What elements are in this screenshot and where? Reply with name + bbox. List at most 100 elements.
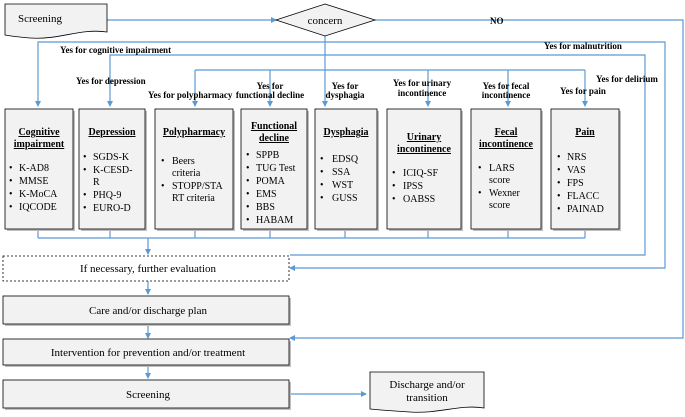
box-bullet: •	[83, 203, 87, 214]
box-bullet: •	[557, 204, 561, 215]
connector-delirium	[290, 54, 646, 256]
box-cognitive: Cognitive impairment • K-AD8 • MMSE • K-…	[4, 108, 75, 231]
box-item: PHQ-9	[93, 190, 121, 201]
no-label: NO	[490, 16, 504, 26]
box-item: RT criteria	[172, 193, 215, 204]
box-bullet: •	[246, 176, 250, 187]
further-evaluation-node: If necessary, further evaluation	[2, 255, 290, 282]
box-title: Depression	[88, 127, 135, 138]
box-title: Functional	[251, 121, 297, 132]
screening-bottom-label: Screening	[126, 389, 170, 401]
box-bullet: •	[392, 181, 396, 192]
box-item: FPS	[567, 178, 584, 189]
concern-decision: concern	[274, 3, 377, 37]
connectors	[35, 17, 684, 397]
label-depression: Yes for depression	[76, 76, 146, 86]
box-title: impairment	[14, 139, 65, 150]
connector-cognitive	[35, 41, 325, 107]
label-delirium: Yes for delirium	[596, 74, 658, 84]
screening-bottom-node: Screening	[2, 379, 291, 410]
box-bullet: •	[320, 154, 324, 165]
box-item: OABSS	[403, 194, 435, 205]
box-bullet: •	[392, 168, 396, 179]
box-item: criteria	[172, 168, 201, 179]
box-item: EMS	[256, 189, 277, 200]
box-item: Wexner	[489, 188, 521, 199]
box-bullet: •	[83, 165, 87, 176]
box-item: STOPP/STA	[172, 181, 223, 192]
box-item: IPSS	[403, 181, 423, 192]
box-item: K-AD8	[19, 163, 49, 174]
box-bullet: •	[9, 189, 13, 200]
box-item: SGDS-K	[93, 152, 130, 163]
top-screening-label: Screening	[18, 13, 62, 25]
box-item: SSA	[332, 167, 351, 178]
box-fecal: Fecal incontinence • LARS score • Wexner…	[470, 108, 543, 231]
box-bullet: •	[392, 194, 396, 205]
label-polypharmacy: Yes for polypharmacy	[148, 90, 233, 100]
label-malnutrition: Yes for malnutrition	[544, 41, 622, 51]
label-pain: Yes for pain	[560, 86, 606, 96]
box-item: score	[489, 200, 511, 211]
top-screening-node: Screening	[4, 3, 108, 39]
box-bullet: •	[246, 215, 250, 226]
label-functional-1: Yes for	[257, 81, 284, 91]
concern-label: concern	[308, 15, 343, 27]
box-item: IQCODE	[19, 202, 57, 213]
box-title: incontinence	[479, 139, 533, 150]
box-item: ICIQ-SF	[403, 168, 438, 179]
box-bullet: •	[246, 163, 250, 174]
box-polypharmacy: Polypharmacy • Beers criteria • STOPP/ST…	[154, 108, 235, 231]
box-bullet: •	[246, 150, 250, 161]
box-functional: Functional decline • SPPB • TUG Test • P…	[240, 108, 309, 231]
label-fecal-2: incontinence	[482, 90, 531, 100]
care-plan-label: Care and/or discharge plan	[89, 305, 208, 317]
box-item: POMA	[256, 176, 286, 187]
connector-no	[289, 19, 684, 341]
box-bullet: •	[557, 178, 561, 189]
discharge-node: Discharge and/or transition	[369, 371, 485, 413]
box-item: EURO-D	[93, 203, 131, 214]
box-title: Urinary	[407, 132, 441, 143]
box-bullet: •	[557, 165, 561, 176]
box-bullet: •	[83, 152, 87, 163]
box-bullet: •	[557, 152, 561, 163]
discharge-label-1: Discharge and/or	[389, 379, 465, 391]
intervention-label: Intervention for prevention and/or treat…	[51, 347, 245, 359]
box-item: Beers	[172, 156, 195, 167]
connector-malnutrition	[289, 41, 666, 271]
box-bullet: •	[9, 202, 13, 213]
box-bullet: •	[320, 180, 324, 191]
box-item: PAINAD	[567, 204, 604, 215]
box-item: TUG Test	[256, 163, 296, 174]
box-item: FLACC	[567, 191, 600, 202]
label-fecal-1: Yes for fecal	[483, 81, 530, 91]
label-cognitive: Yes for cognitive impairment	[60, 45, 171, 55]
box-title: Cognitive	[18, 127, 60, 138]
box-item: R	[93, 177, 100, 188]
box-depression: Depression • SGDS-K • K-CESD- R • PHQ-9 …	[78, 108, 147, 231]
box-title: decline	[259, 133, 290, 144]
box-item: MMSE	[19, 176, 48, 187]
label-urinary-2: incontinence	[398, 88, 447, 98]
box-urinary: Urinary incontinence • ICIQ-SF • IPSS • …	[386, 108, 463, 231]
label-urinary-1: Yes for urinary	[393, 78, 452, 88]
discharge-label-2: transition	[406, 392, 448, 404]
box-bullet: •	[320, 167, 324, 178]
intervention-node: Intervention for prevention and/or treat…	[2, 338, 291, 367]
label-dysphagia-2: dysphagia	[325, 90, 365, 100]
box-title: Fecal	[495, 127, 518, 138]
box-item: EDSQ	[332, 154, 359, 165]
box-title: Pain	[575, 127, 595, 138]
box-item: HABAM	[256, 215, 293, 226]
box-title: Dysphagia	[323, 127, 368, 138]
box-item: NRS	[567, 152, 586, 163]
branch-labels: Yes for cognitive impairment Yes for mal…	[60, 41, 658, 100]
box-bullet: •	[246, 189, 250, 200]
box-title: Polypharmacy	[163, 127, 225, 138]
box-pain: Pain • NRS • VAS • FPS • FLACC • PAINAD	[550, 108, 621, 231]
box-bullet: •	[9, 163, 13, 174]
box-bullet: •	[557, 191, 561, 202]
box-item: SPPB	[256, 150, 280, 161]
